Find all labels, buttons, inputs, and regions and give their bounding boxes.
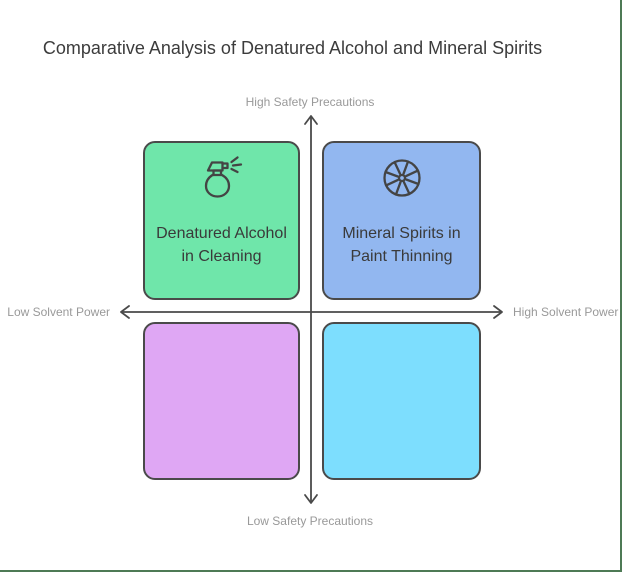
quadrant-bottom-right bbox=[322, 322, 481, 480]
quadrant-label-line: Denatured Alcohol bbox=[156, 225, 287, 242]
quadrant-label-line: in Cleaning bbox=[181, 248, 262, 265]
quadrant-label: Mineral Spirits in Paint Thinning bbox=[342, 222, 460, 268]
axis-label-low-solvent: Low Solvent Power bbox=[7, 305, 110, 319]
chart-title: Comparative Analysis of Denatured Alcoho… bbox=[42, 38, 543, 58]
quadrant-bottom-left bbox=[143, 322, 300, 480]
quadrant-label-line: Paint Thinning bbox=[350, 248, 453, 265]
axis-label-high-safety: High Safety Precautions bbox=[245, 95, 375, 109]
quadrant-label: Denatured Alcohol in Cleaning bbox=[156, 222, 287, 268]
axis-label-high-solvent: High Solvent Power bbox=[513, 305, 619, 319]
quadrant-mineral-spirits-paint-thinning: Mineral Spirits in Paint Thinning bbox=[322, 141, 481, 300]
quadrant-denatured-alcohol-cleaning: Denatured Alcohol in Cleaning bbox=[143, 141, 300, 300]
axis-label-low-safety: Low Safety Precautions bbox=[246, 514, 374, 528]
wheel-icon bbox=[382, 159, 421, 197]
quadrant-label-line: Mineral Spirits in bbox=[342, 225, 461, 242]
spray-bottle-icon bbox=[204, 156, 242, 198]
